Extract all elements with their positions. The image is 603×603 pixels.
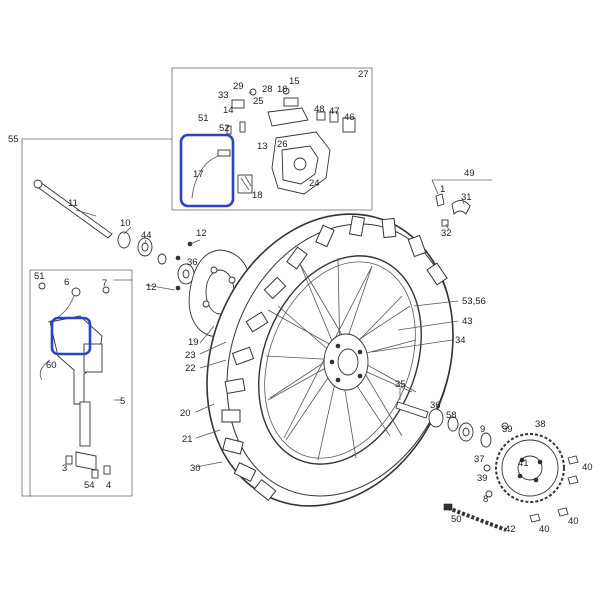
- callout: 1: [440, 184, 445, 195]
- callout: 46: [344, 112, 355, 123]
- callout: 8: [483, 494, 488, 505]
- callout: 30: [190, 463, 201, 474]
- callout: 34: [455, 335, 466, 346]
- hub-spacers: [117, 231, 195, 291]
- drive-chain: [443, 503, 507, 532]
- callout: 3: [62, 463, 67, 474]
- callout: 47: [329, 106, 340, 117]
- chain-guide-parts: [435, 193, 471, 227]
- brake-hose: [191, 149, 231, 199]
- callout: 40: [539, 524, 550, 535]
- callout: 41: [518, 458, 529, 469]
- callout: 48: [314, 104, 325, 115]
- label-27: 27: [358, 69, 369, 80]
- callout: 39: [502, 424, 513, 435]
- caliper-assembly-box: [171, 67, 373, 211]
- callout: 58: [446, 410, 457, 421]
- rear-wheel: [206, 213, 454, 507]
- hub-assembly-box: [21, 138, 172, 497]
- callout: 29: [233, 81, 244, 92]
- callout: 40: [568, 516, 579, 527]
- callout: 7: [102, 278, 107, 289]
- callout-numbers: 29 28 16 15 33 25 14 48 47 46 51 52 13 2…: [34, 76, 593, 535]
- callout: 6: [64, 277, 69, 288]
- callout: 26: [277, 139, 288, 150]
- master-cylinder: [38, 282, 111, 479]
- callout: 39: [477, 473, 488, 484]
- brake-caliper: [226, 87, 356, 195]
- callout: 44: [141, 230, 152, 241]
- callout: 32: [441, 228, 452, 239]
- callout: 38: [535, 419, 546, 430]
- sprocket-side-parts: [395, 401, 509, 498]
- rear-axle: [33, 179, 113, 239]
- callout: 49: [464, 168, 475, 179]
- master-cylinder-box: [29, 269, 133, 497]
- callout: 51: [198, 113, 209, 124]
- callout: 50: [451, 514, 462, 525]
- leader-lines: [75, 91, 465, 468]
- callout: 37: [474, 454, 485, 465]
- callout: 13: [257, 141, 268, 152]
- brake-pads: [237, 174, 253, 194]
- callout: 35: [395, 379, 406, 390]
- callout: 33: [218, 90, 229, 101]
- callout: 16: [277, 84, 288, 95]
- callout: 9: [480, 424, 485, 435]
- callout: 54: [84, 480, 95, 491]
- callout: 22: [185, 363, 196, 374]
- callout: 36: [187, 257, 198, 268]
- callout: 4: [106, 480, 111, 491]
- callout: 53,56: [462, 296, 486, 307]
- callout: 24: [309, 178, 320, 189]
- callout: 25: [253, 96, 264, 107]
- label-55: 55: [8, 134, 19, 145]
- rear-sprocket: [495, 433, 565, 503]
- callout: 43: [462, 316, 473, 327]
- callout: 19: [188, 337, 199, 348]
- callout: 21: [182, 434, 193, 445]
- highlight-brake-hose: [179, 133, 235, 208]
- callout: 12: [196, 228, 207, 239]
- callout: 18: [252, 190, 263, 201]
- callout: 11: [68, 198, 78, 209]
- callout: 10: [120, 218, 131, 229]
- callout: 15: [289, 76, 300, 87]
- callout: 40: [582, 462, 593, 473]
- callout: 20: [180, 408, 191, 419]
- callout: 12: [146, 282, 157, 293]
- highlight-master-cylinder-fitting: [50, 316, 92, 356]
- label-5: 5: [120, 396, 125, 407]
- callout: 60: [46, 360, 57, 371]
- callout: 36: [430, 400, 441, 411]
- callout: 52: [219, 123, 230, 134]
- callout: 17: [193, 169, 204, 180]
- callout: 28: [262, 84, 273, 95]
- callout: 14: [223, 105, 234, 116]
- callout: 31: [461, 192, 472, 203]
- sprocket-bolts: [529, 455, 579, 523]
- callout: 42: [505, 524, 516, 535]
- callout: 23: [185, 350, 196, 361]
- callout: 51: [34, 271, 45, 282]
